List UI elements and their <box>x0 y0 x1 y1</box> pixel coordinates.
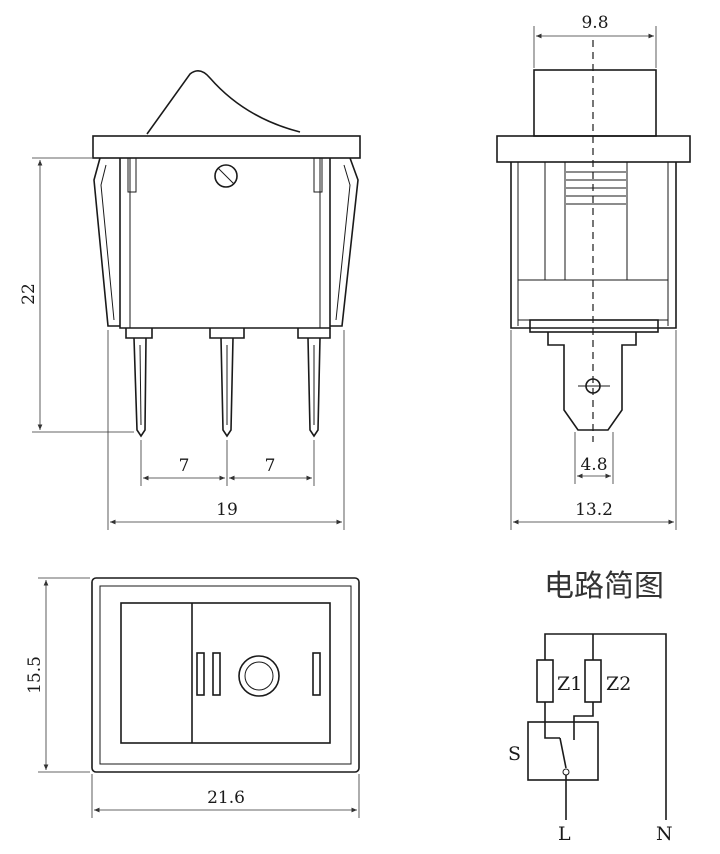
side-ribs <box>566 171 626 205</box>
on-mark-icon <box>312 652 321 696</box>
indicator-lamp-icon <box>238 655 280 697</box>
dim-actuator-width: 9.8 <box>581 13 608 33</box>
off-mark-icon <box>196 652 205 696</box>
side-terminal <box>547 332 637 431</box>
neutral-label: N <box>656 823 673 845</box>
switch-s <box>527 721 599 781</box>
lamp-z1 <box>536 659 554 703</box>
dim-width-19: 19 <box>216 500 238 520</box>
rocker-face <box>120 602 331 744</box>
dim-terminal-width: 4.8 <box>580 455 607 475</box>
switch-label: S <box>508 743 521 765</box>
lamp-z1-label: Z1 <box>557 673 582 695</box>
dim-height-22: 22 <box>19 283 39 305</box>
front-view: 22 7 7 19 <box>19 70 361 530</box>
lamp-z2-label: Z2 <box>606 673 631 695</box>
dim-pitch-right: 7 <box>265 456 276 476</box>
side-view: 9.8 4.8 13.2 <box>496 13 691 530</box>
side-actuator <box>533 69 657 137</box>
terminal-pins <box>125 328 331 438</box>
dim-top-width: 21.6 <box>207 788 245 808</box>
front-body <box>119 158 331 329</box>
screw-icon <box>214 164 238 188</box>
live-label: L <box>558 823 571 845</box>
rocker-actuator <box>146 70 301 135</box>
circuit-title: 电路简图 <box>544 569 664 604</box>
circuit-diagram: 电路简图 Z1 Z2 S L N <box>508 569 673 845</box>
top-view: 15.5 21.6 <box>25 577 360 818</box>
switch-contact <box>559 737 567 769</box>
dim-body-width: 13.2 <box>575 500 613 520</box>
dim-top-height: 15.5 <box>25 656 45 694</box>
front-bezel <box>92 135 361 159</box>
right-clip <box>330 157 359 327</box>
top-bezel <box>91 577 360 773</box>
left-clip <box>93 157 120 327</box>
lamp-z2 <box>584 659 602 703</box>
dim-pitch-left: 7 <box>179 456 190 476</box>
